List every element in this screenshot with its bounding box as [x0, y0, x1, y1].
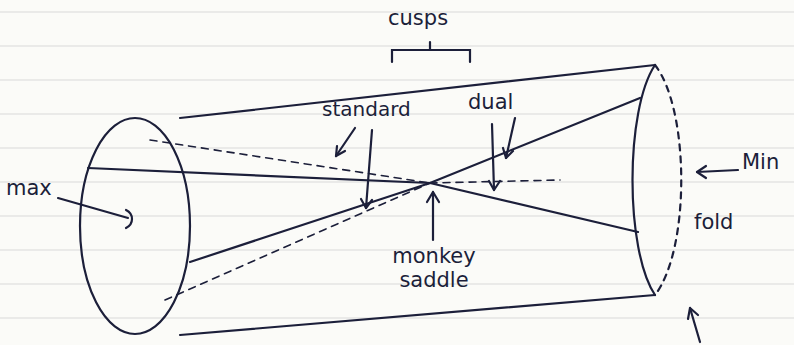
- ruled-lines: [0, 12, 794, 318]
- cusp-label: dual: [468, 90, 513, 114]
- cusp-label: standard: [322, 98, 411, 121]
- singularity-label: fold: [694, 210, 733, 234]
- extremum-label: max: [6, 176, 52, 200]
- singularity-label: monkey saddle: [386, 244, 482, 292]
- bracket-label: cusps: [388, 6, 448, 30]
- extremum-label: Min: [742, 150, 779, 174]
